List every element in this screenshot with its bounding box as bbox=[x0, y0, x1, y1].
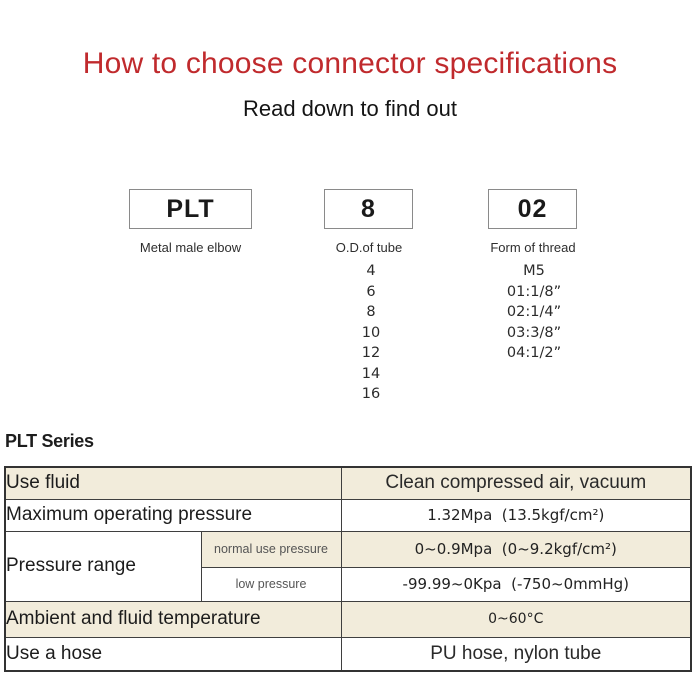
table-row: Use fluid Clean compressed air, vacuum bbox=[4, 466, 692, 500]
tube-od-option: 14 bbox=[361, 365, 381, 382]
spec-table: Use fluid Clean compressed air, vacuum M… bbox=[4, 466, 693, 672]
tube-od-code-text: 8 bbox=[361, 194, 376, 223]
tube-od-option: 10 bbox=[361, 324, 381, 341]
spec-value-use-fluid: Clean compressed air, vacuum bbox=[340, 466, 692, 500]
table-row: Pressure range normal use pressure 0~0.9… bbox=[4, 530, 692, 602]
spec-value-hose: PU hose, nylon tube bbox=[340, 636, 692, 672]
spec-label-max-pressure: Maximum operating pressure bbox=[4, 498, 342, 532]
series-code-text: PLT bbox=[166, 194, 215, 223]
spec-value-temperature: 0~60°C bbox=[340, 600, 692, 638]
table-row: Use a hose PU hose, nylon tube bbox=[4, 636, 692, 672]
tube-od-option: 6 bbox=[366, 283, 376, 300]
page-title: How to choose connector specifications bbox=[82, 47, 618, 80]
thread-form-option: 02:1/4” bbox=[506, 304, 562, 320]
series-heading: PLT Series bbox=[5, 431, 94, 451]
tube-od-option: 12 bbox=[361, 345, 381, 361]
thread-form-option: 04:1/2” bbox=[506, 345, 562, 361]
page-subtitle: Read down to find out bbox=[242, 96, 458, 121]
spec-label-use-fluid: Use fluid bbox=[4, 466, 342, 500]
tube-od-code-label: O.D.of tube bbox=[335, 240, 403, 255]
code-box-group-tube-od: 8 O.D.of tube bbox=[324, 189, 413, 255]
spec-label-temperature: Ambient and fluid temperature bbox=[4, 600, 342, 638]
series-code-label: Metal male elbow bbox=[139, 240, 242, 255]
tube-od-option: 4 bbox=[366, 263, 376, 279]
code-box-group-series: PLT Metal male elbow bbox=[129, 189, 252, 255]
thread-code-box: 02 bbox=[488, 189, 577, 229]
spec-label-pressure-range: Pressure range bbox=[4, 530, 202, 602]
spec-value-max-pressure: 1.32Mpa (13.5kgf/cm²) bbox=[340, 498, 692, 532]
spec-label-hose: Use a hose bbox=[4, 636, 342, 672]
tube-od-option-list: 4 6 8 10 12 14 16 bbox=[339, 261, 403, 405]
spec-sublabel-normal-pressure: normal use pressure bbox=[200, 530, 342, 568]
tube-od-option: 16 bbox=[361, 386, 381, 402]
thread-code-text: 02 bbox=[517, 194, 548, 223]
series-code-box: PLT bbox=[129, 189, 252, 229]
table-row: low pressure -99.99~0Kpa (-750~0mmHg) bbox=[5, 566, 692, 602]
thread-form-option-list: M5 01:1/8” 02:1/4” 03:3/8” 04:1/2” bbox=[470, 261, 598, 364]
code-box-group-thread: 02 Form of thread bbox=[488, 189, 577, 255]
thread-form-option: M5 bbox=[523, 263, 545, 279]
spec-value-normal-pressure: 0~0.9Mpa (0~9.2kgf/cm²) bbox=[340, 530, 692, 568]
table-row: Ambient and fluid temperature 0~60°C bbox=[4, 600, 692, 638]
tube-od-option: 8 bbox=[366, 304, 376, 320]
thread-form-option: 03:3/8” bbox=[506, 324, 562, 341]
table-row: Maximum operating pressure 1.32Mpa (13.5… bbox=[4, 498, 692, 532]
thread-code-label: Form of thread bbox=[490, 240, 576, 255]
spec-sublabel-low-pressure: low pressure bbox=[200, 566, 342, 602]
thread-form-option: 01:1/8” bbox=[506, 283, 562, 300]
spec-value-low-pressure: -99.99~0Kpa (-750~0mmHg) bbox=[340, 566, 692, 602]
tube-od-code-box: 8 bbox=[324, 189, 413, 229]
